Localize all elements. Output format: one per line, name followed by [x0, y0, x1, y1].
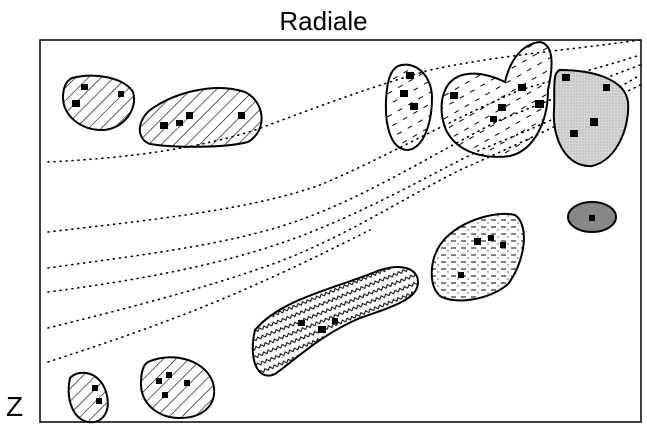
blob-hatched-bottomleft-small — [69, 373, 108, 422]
sample-marker — [518, 84, 526, 91]
sample-marker — [72, 100, 80, 107]
sample-marker — [176, 120, 183, 126]
sample-marker — [162, 392, 168, 398]
sample-marker — [562, 74, 570, 81]
sample-marker — [406, 72, 414, 79]
sample-marker — [160, 122, 168, 129]
sample-marker — [474, 238, 481, 245]
sample-marker — [96, 398, 102, 404]
sample-marker — [603, 84, 610, 91]
sample-marker — [500, 242, 506, 248]
blob-hdashed-mid — [432, 214, 524, 301]
sample-marker — [570, 130, 578, 137]
blob-hatched-bottomleft-large — [141, 357, 214, 418]
sample-marker — [458, 272, 464, 278]
sample-marker — [535, 100, 544, 108]
sample-marker — [92, 385, 98, 391]
sample-marker — [488, 235, 494, 241]
sample-marker — [400, 90, 408, 97]
sample-marker — [318, 326, 326, 333]
sample-marker — [410, 103, 418, 110]
sample-marker — [589, 215, 595, 221]
sample-marker — [498, 104, 506, 111]
sample-marker — [590, 118, 598, 126]
sample-marker — [118, 91, 124, 97]
sample-marker — [166, 372, 172, 378]
sample-marker — [332, 318, 338, 324]
sample-marker — [450, 92, 458, 99]
sample-marker — [156, 378, 162, 384]
sample-marker — [490, 116, 497, 122]
sample-marker — [184, 380, 190, 386]
sample-marker — [238, 112, 245, 119]
sample-marker — [186, 112, 193, 119]
sample-marker — [298, 320, 305, 326]
blob-dashed-large — [442, 42, 552, 157]
sample-marker — [81, 84, 88, 90]
